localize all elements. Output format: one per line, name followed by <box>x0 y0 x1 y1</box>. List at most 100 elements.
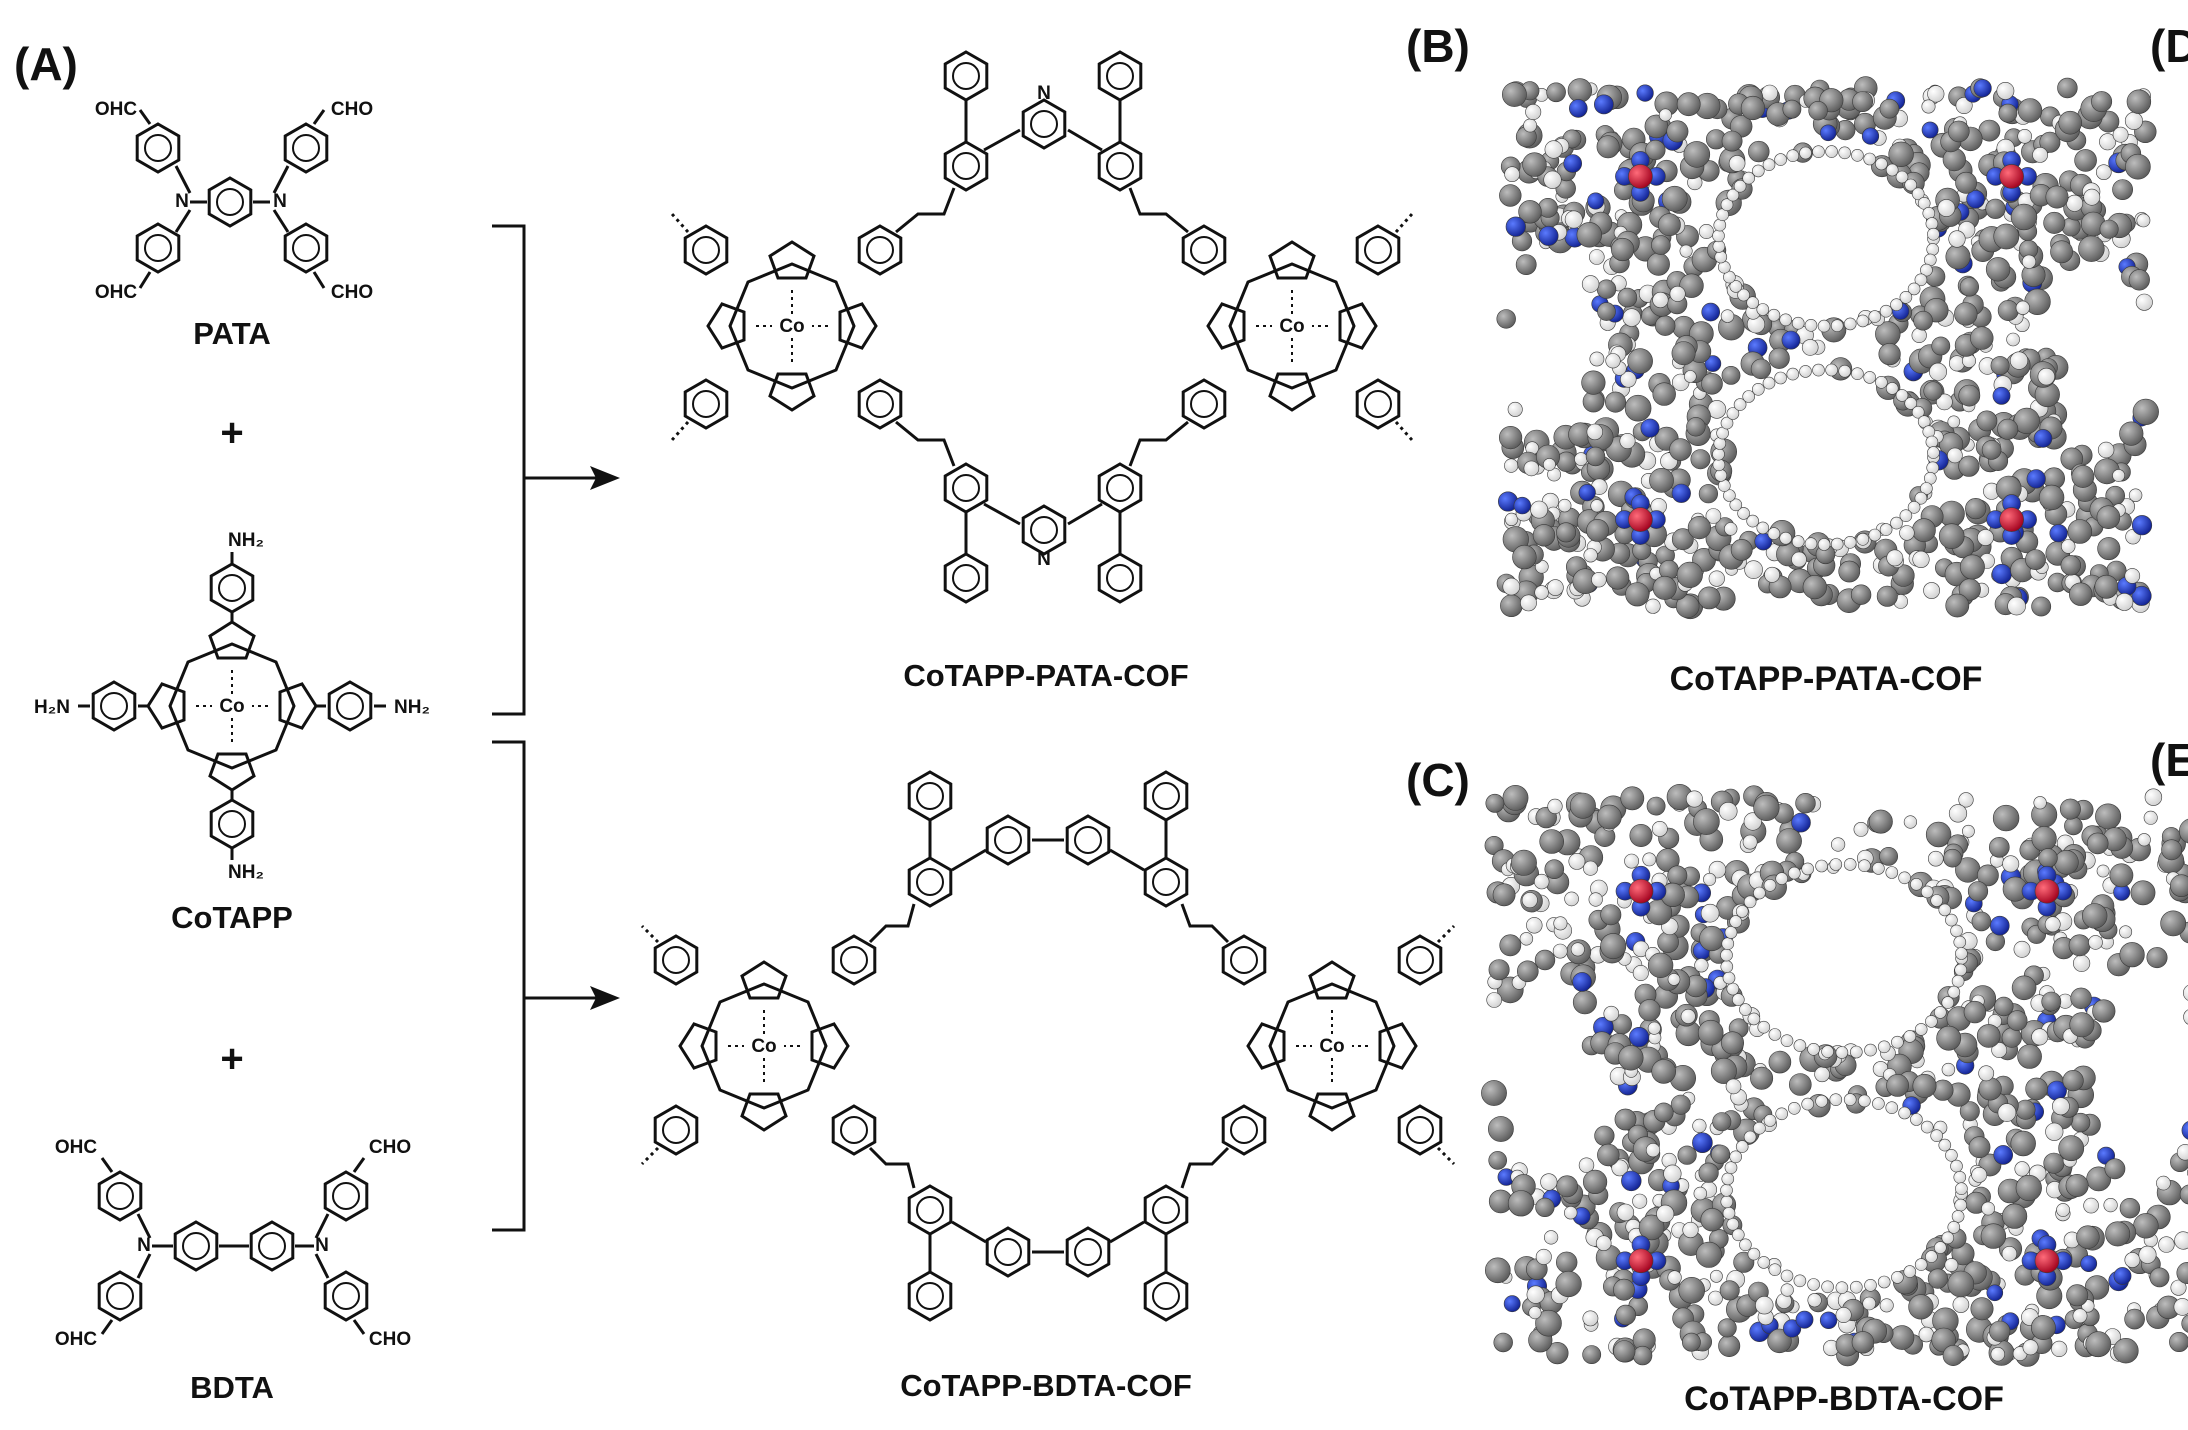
carbon-atom <box>2082 903 2108 929</box>
hydrogen-atom <box>1752 382 1765 396</box>
hydrogen-atom <box>1583 860 1599 876</box>
hydrogen-atom <box>1713 437 1727 450</box>
cobalt-atom <box>1628 1248 1654 1274</box>
carbon-atom <box>2041 991 2062 1012</box>
carbon-atom <box>1585 446 1606 467</box>
carbon-atom <box>1959 554 1985 580</box>
carbon-atom <box>2054 849 2079 875</box>
hydrogen-atom <box>1920 1120 1934 1134</box>
pata-cof-label: CoTAPP-PATA-COF <box>903 658 1188 693</box>
pata-cof-structure <box>670 50 1414 604</box>
carbon-atom <box>2067 519 2093 544</box>
carbon-atom <box>1985 198 2006 219</box>
pata-cof-n-bottom: N <box>1037 549 1051 570</box>
carbon-atom <box>1629 823 1653 847</box>
hydrogen-atom <box>1899 525 1915 541</box>
hydrogen-atom <box>1920 885 1934 899</box>
hydrogen-atom <box>1815 859 1828 873</box>
bdta-cof-structure <box>640 770 1456 1322</box>
hydrogen-atom <box>1543 170 1562 189</box>
hydrogen-atom <box>1856 532 1870 546</box>
hydrogen-atom <box>1910 877 1923 891</box>
carbon-atom <box>1675 594 1700 619</box>
carbon-atom <box>1945 593 1970 618</box>
carbon-atom <box>1768 1050 1792 1074</box>
hydrogen-atom <box>1926 243 1939 256</box>
carbon-atom <box>1677 1145 1697 1165</box>
carbon-atom <box>2031 826 2057 852</box>
hydrogen-atom <box>1864 1043 1877 1057</box>
cotapp-h2n-left: H₂N <box>34 697 70 718</box>
carbon-atom <box>1638 999 1661 1022</box>
carbon-atom <box>1555 1270 1582 1298</box>
hydrogen-atom <box>1941 1231 1955 1245</box>
carbon-atom <box>2170 874 2188 897</box>
carbon-atom <box>1978 1077 2002 1101</box>
carbon-atom <box>2096 505 2121 530</box>
carbon-atom <box>1925 821 1952 848</box>
hydrogen-atom <box>1753 1121 1766 1135</box>
hydrogen-atom <box>2032 146 2048 163</box>
hydrogen-atom <box>2013 940 2031 958</box>
carbon-atom <box>2068 934 2091 957</box>
plus-sign-1: + <box>220 411 243 455</box>
carbon-atom <box>2069 582 2093 606</box>
nitrogen-atom <box>1692 1132 1713 1153</box>
carbon-atom <box>1654 315 1676 336</box>
hydrogen-atom <box>1721 1172 1735 1186</box>
pata-cho-bottom: CHO <box>331 282 373 303</box>
panel-label-a: (A) <box>14 38 78 90</box>
reaction-bracket-bottom <box>492 740 620 1232</box>
hydrogen-atom <box>1543 1230 1559 1245</box>
hydrogen-atom <box>1742 171 1755 185</box>
carbon-atom <box>1596 804 1622 830</box>
hydrogen-atom <box>1786 149 1800 162</box>
carbon-atom <box>2025 1077 2048 1101</box>
hydrogen-atom <box>1582 1310 1599 1327</box>
cotapp-nh2-right: NH₂ <box>394 697 430 718</box>
hydrogen-atom <box>1622 308 1641 327</box>
nitrogen-atom <box>1628 1026 1650 1048</box>
carbon-atom <box>1666 120 1689 143</box>
carbon-atom <box>1719 1280 1740 1301</box>
carbon-atom <box>2074 149 2097 172</box>
hydrogen-atom <box>2001 1245 2018 1262</box>
hydrogen-atom <box>1991 1042 2008 1058</box>
carbon-atom <box>1582 1169 1608 1194</box>
carbon-atom <box>1535 1197 1555 1217</box>
hydrogen-atom <box>1720 960 1734 973</box>
hydrogen-atom <box>1581 275 1600 293</box>
carbon-atom <box>1782 99 1802 119</box>
nitrogen-atom <box>2049 524 2068 543</box>
carbon-atom <box>2130 880 2156 906</box>
hydrogen-atom <box>1530 500 1549 519</box>
carbon-atom <box>1908 1294 1934 1320</box>
hydrogen-atom <box>1843 535 1857 549</box>
carbon-atom <box>1682 1332 1701 1352</box>
carbon-atom <box>1532 524 1556 547</box>
hydrogen-atom <box>2037 367 2056 386</box>
carbon-atom <box>1912 1073 1937 1098</box>
hydrogen-atom <box>1728 155 1746 172</box>
hydrogen-atom <box>1611 1159 1629 1177</box>
carbon-atom <box>1712 1112 1732 1132</box>
carbon-atom <box>1596 279 1617 299</box>
hydrogen-atom <box>2056 1203 2070 1217</box>
hydrogen-atom <box>1850 1280 1863 1294</box>
carbon-atom <box>2031 596 2052 617</box>
hydrogen-atom <box>1863 152 1876 166</box>
carbon-atom <box>1679 273 1704 298</box>
hydrogen-atom <box>2124 568 2141 584</box>
carbon-atom <box>2015 1174 2042 1202</box>
hydrogen-atom <box>1723 270 1736 284</box>
hydrogen-atom <box>1763 878 1777 892</box>
carbon-atom <box>1710 1144 1731 1164</box>
hydrogen-atom <box>1856 314 1870 328</box>
hydrogen-atom <box>2183 1009 2188 1025</box>
carbon-atom <box>2085 1331 2112 1358</box>
hydrogen-atom <box>1925 217 1939 230</box>
hydrogen-atom <box>1990 1346 2006 1362</box>
nitrogen-atom <box>1966 190 1985 209</box>
carbon-atom <box>2058 110 2082 135</box>
carbon-atom <box>1868 809 1893 834</box>
